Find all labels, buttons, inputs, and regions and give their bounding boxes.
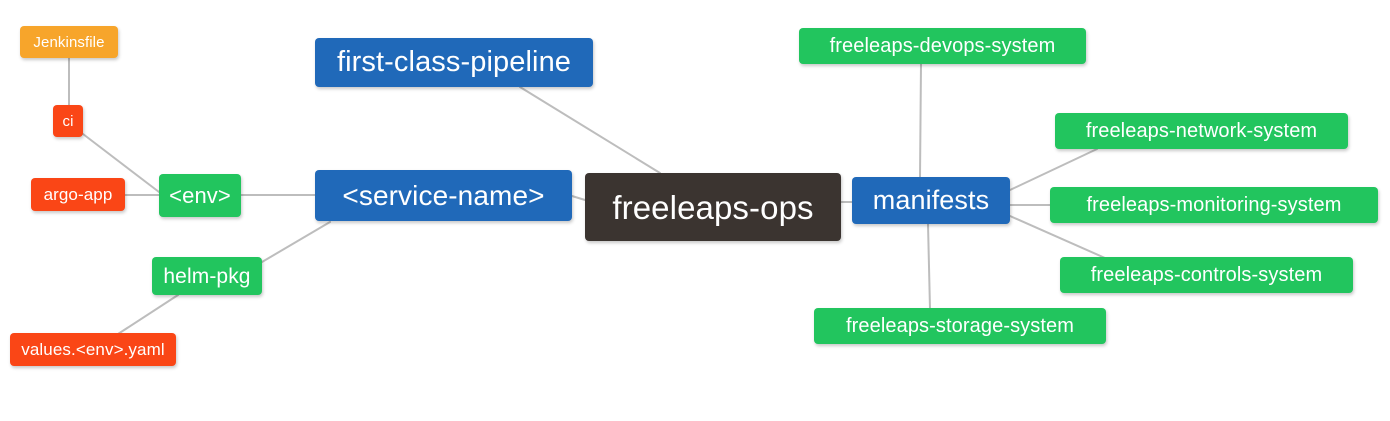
node-label-helm-pkg: helm-pkg <box>163 264 251 288</box>
node-label-service-name: <service-name> <box>342 179 545 211</box>
edge-service-name-to-freeleaps-ops <box>571 195 586 201</box>
node-helm-pkg[interactable]: helm-pkg <box>152 257 262 295</box>
edge-manifests-to-freeleaps-storage-system <box>927 223 931 310</box>
node-label-freeleaps-network-system: freeleaps-network-system <box>1085 120 1318 142</box>
node-values-env-yaml[interactable]: values.<env>.yaml <box>10 333 176 366</box>
node-label-freeleaps-monitoring-system: freeleaps-monitoring-system <box>1086 194 1342 216</box>
node-label-freeleaps-devops-system: freeleaps-devops-system <box>829 35 1056 57</box>
edge-manifests-to-freeleaps-network-system <box>1009 148 1098 191</box>
edge-service-name-to-helm-pkg <box>261 221 331 263</box>
edge-first-class-pipeline-to-freeleaps-ops <box>519 86 661 174</box>
node-freeleaps-ops[interactable]: freeleaps-ops <box>585 173 841 241</box>
node-label-argo-app: argo-app <box>43 185 113 204</box>
node-label-values-env-yaml: values.<env>.yaml <box>21 340 165 359</box>
node-jenkinsfile[interactable]: Jenkinsfile <box>20 26 118 58</box>
node-label-env: <env> <box>169 182 231 208</box>
node-service-name[interactable]: <service-name> <box>315 170 572 221</box>
node-freeleaps-controls-system[interactable]: freeleaps-controls-system <box>1060 257 1353 293</box>
node-manifests[interactable]: manifests <box>852 177 1010 224</box>
node-label-freeleaps-storage-system: freeleaps-storage-system <box>845 315 1075 337</box>
node-label-ci: ci <box>62 112 74 130</box>
node-freeleaps-monitoring-system[interactable]: freeleaps-monitoring-system <box>1050 187 1378 223</box>
node-freeleaps-network-system[interactable]: freeleaps-network-system <box>1055 113 1348 149</box>
node-label-manifests: manifests <box>872 185 990 215</box>
node-argo-app[interactable]: argo-app <box>31 178 125 211</box>
node-first-class-pipeline[interactable]: first-class-pipeline <box>315 38 593 87</box>
node-label-jenkinsfile: Jenkinsfile <box>33 33 105 51</box>
node-label-first-class-pipeline: first-class-pipeline <box>336 46 572 78</box>
node-freeleaps-storage-system[interactable]: freeleaps-storage-system <box>814 308 1106 344</box>
edge-helm-pkg-to-values-env-yaml <box>117 294 179 335</box>
node-env[interactable]: <env> <box>159 174 241 217</box>
node-label-freeleaps-controls-system: freeleaps-controls-system <box>1090 264 1323 286</box>
edge-manifests-to-freeleaps-devops-system <box>919 63 922 178</box>
node-freeleaps-devops-system[interactable]: freeleaps-devops-system <box>799 28 1086 64</box>
node-ci[interactable]: ci <box>53 105 83 137</box>
node-label-freeleaps-ops: freeleaps-ops <box>612 188 814 226</box>
